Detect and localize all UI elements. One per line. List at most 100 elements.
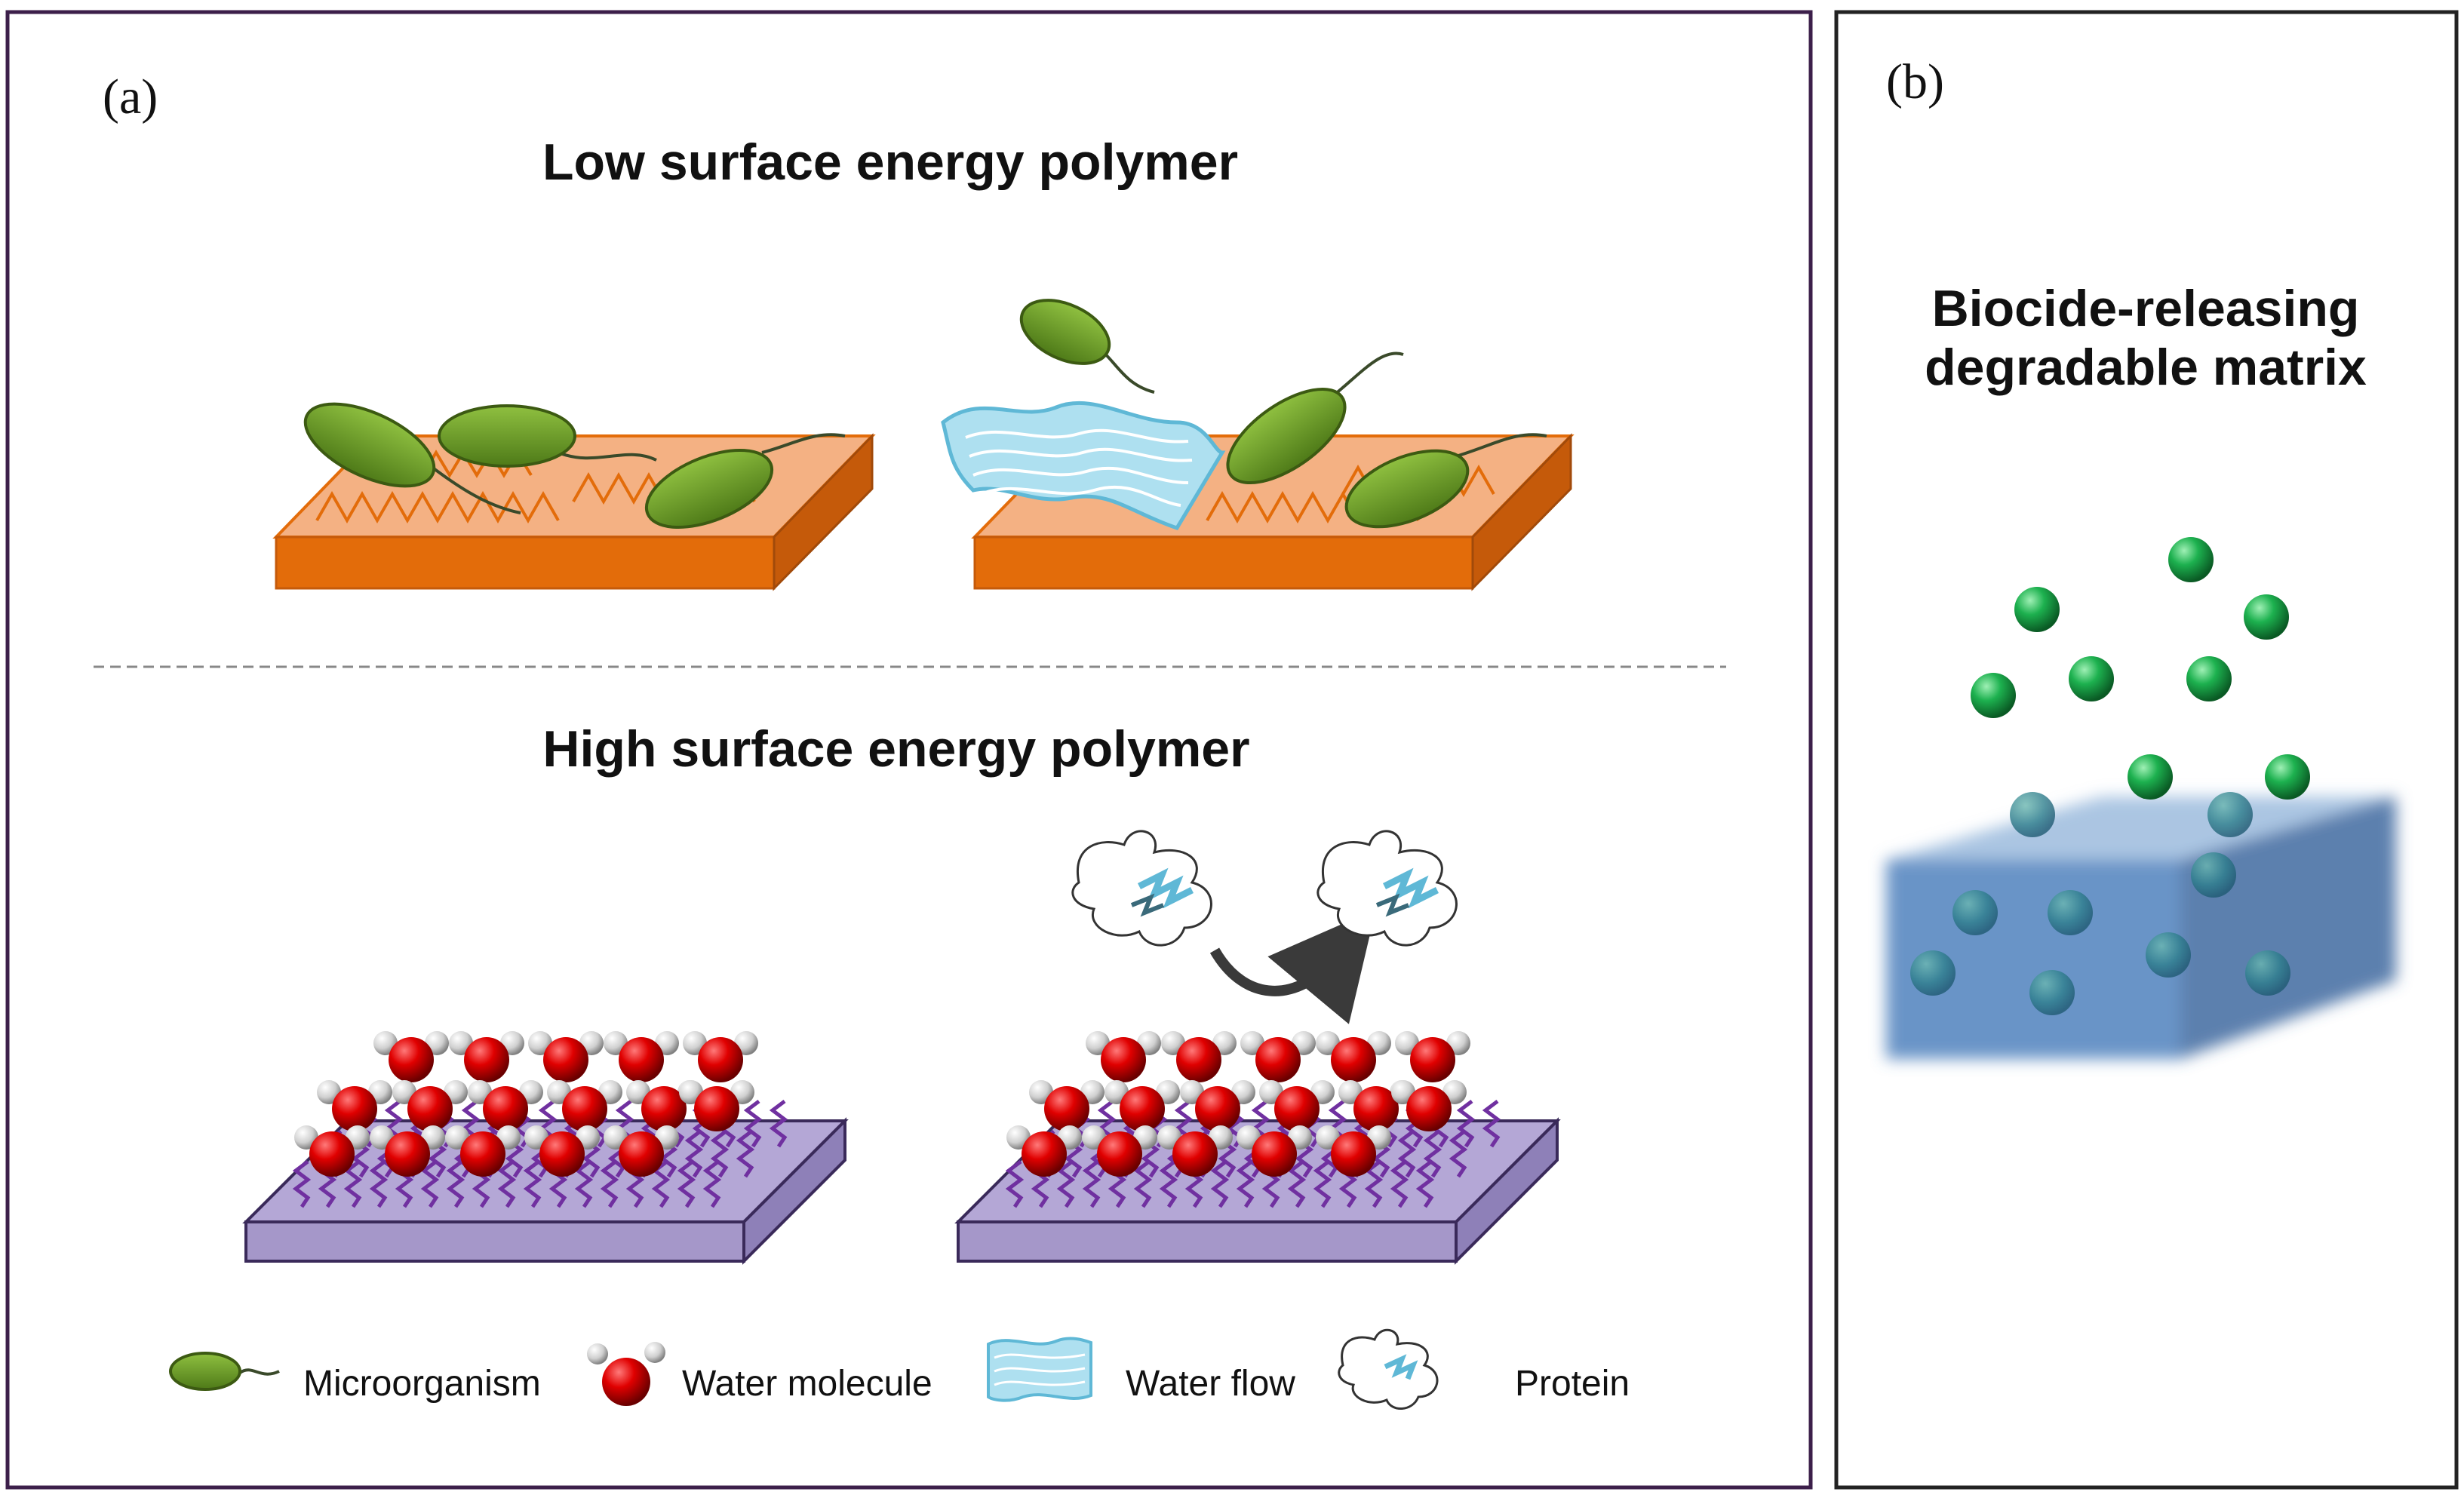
legend-water-molecule-label: Water molecule: [682, 1364, 932, 1404]
legend-water-molecule-icon: [587, 1342, 665, 1406]
polymer-chain: [1210, 1160, 1230, 1208]
panel-b-title-line2: degradable matrix: [1925, 339, 2367, 396]
legend-protein-icon: [1338, 1328, 1439, 1410]
polymer-chain: [710, 1130, 730, 1178]
legend-water-flow-icon: [987, 1337, 1092, 1402]
polymer-chain: [736, 1130, 755, 1178]
polymer-chain: [743, 1100, 763, 1148]
water-molecule: [294, 1125, 370, 1177]
biocide-particle: [2244, 594, 2289, 640]
water-molecule: [1240, 1031, 1316, 1082]
polymer-chain: [574, 1160, 594, 1208]
legend-water-flow-label: Water flow: [1126, 1364, 1295, 1404]
polymer-chain: [677, 1160, 696, 1208]
water-molecule: [449, 1031, 524, 1082]
polymer-chain: [1456, 1100, 1476, 1148]
biocide-particle-embedded: [2245, 950, 2290, 996]
polymer-chain: [446, 1160, 465, 1208]
water-flow-wave: [941, 401, 1226, 531]
biocide-particle: [2069, 656, 2114, 701]
polymer-chain: [1390, 1160, 1409, 1208]
title-low-surface-energy: Low surface energy polymer: [542, 134, 1238, 191]
water-molecule: [1029, 1080, 1104, 1131]
polymer-chain: [1449, 1130, 1468, 1178]
water-molecule: [1395, 1031, 1470, 1082]
legend-microorganism-label: Microorganism: [303, 1364, 541, 1404]
polymer-chain: [1415, 1160, 1435, 1208]
degradable-matrix-block: [1886, 797, 2396, 1059]
biocide-particle: [2014, 587, 2060, 632]
polymer-chain: [369, 1160, 389, 1208]
water-molecule: [392, 1080, 468, 1131]
water-molecule: [373, 1031, 449, 1082]
biocide-particle-embedded: [2191, 852, 2236, 898]
polymer-chain: [684, 1130, 704, 1178]
polymer-chain: [343, 1160, 363, 1208]
water-layer-left: [294, 1031, 758, 1177]
microorganisms-low-right: [1019, 299, 1547, 529]
biocide-particle: [1971, 673, 2016, 718]
biocide-particle: [2265, 754, 2310, 800]
polymer-chain: [1082, 1160, 1101, 1208]
water-molecule: [1316, 1125, 1391, 1177]
biocide-particle-embedded: [2029, 970, 2075, 1015]
water-molecule: [604, 1125, 679, 1177]
water-molecule: [1391, 1080, 1467, 1131]
water-molecule: [1180, 1080, 1255, 1131]
protein-right: [1316, 830, 1458, 947]
legend-microorganism-icon: [169, 1352, 280, 1391]
biocide-particles: [1910, 537, 2310, 1015]
polymer-chain: [1159, 1160, 1178, 1208]
panel-b-title-line1: Biocide-releasing: [1932, 280, 2360, 337]
protein-left: [1071, 830, 1212, 947]
polymer-chain: [523, 1160, 542, 1208]
microorganisms-low-left: [303, 402, 846, 530]
polymer-chain: [1287, 1160, 1307, 1208]
biocide-particle: [2168, 537, 2214, 582]
water-molecule: [1157, 1125, 1233, 1177]
water-molecule: [528, 1031, 604, 1082]
water-molecule: [604, 1031, 679, 1082]
panel-a-label: (a): [103, 69, 158, 124]
panel-b-frame: [1834, 10, 2459, 1490]
water-molecule: [1104, 1080, 1180, 1131]
polymer-chain: [1423, 1130, 1442, 1178]
water-molecule: [679, 1080, 754, 1131]
polymer-chain: [702, 1160, 722, 1208]
polymer-chain: [1313, 1160, 1332, 1208]
polymer-chain: [1482, 1100, 1501, 1148]
biocide-particle-embedded: [2146, 932, 2191, 978]
polymer-chain: [497, 1160, 517, 1208]
polymer-chain: [420, 1160, 440, 1208]
polymer-chain: [769, 1100, 788, 1148]
panel-b-label: (b): [1886, 54, 1944, 109]
water-molecule: [1006, 1125, 1082, 1177]
water-molecule: [1082, 1125, 1157, 1177]
biocide-particle-embedded: [2048, 890, 2093, 935]
polymer-chain: [1056, 1160, 1076, 1208]
biocide-particle: [2128, 754, 2173, 800]
water-molecule: [370, 1125, 445, 1177]
water-molecule: [1316, 1031, 1391, 1082]
legend-protein-label: Protein: [1515, 1364, 1630, 1404]
water-molecule: [445, 1125, 521, 1177]
biocide-particle-embedded: [2010, 792, 2055, 837]
water-molecule: [1161, 1031, 1237, 1082]
biocide-particle-embedded: [2207, 792, 2253, 837]
protein-arrow: [1209, 909, 1376, 1024]
polymer-chain: [1005, 1160, 1025, 1208]
water-molecule: [524, 1125, 600, 1177]
water-molecule: [1259, 1080, 1335, 1131]
biocide-particle: [2186, 656, 2232, 701]
polymer-chain: [1236, 1160, 1255, 1208]
water-molecule: [317, 1080, 392, 1131]
legend: Microorganism Water molecule Water flow …: [169, 1328, 1630, 1410]
water-layer-right: [1006, 1031, 1470, 1177]
panel-a-frame: [5, 10, 1813, 1490]
biocide-particle-embedded: [1910, 950, 1956, 996]
water-molecule: [683, 1031, 758, 1082]
polymer-chain: [1397, 1130, 1417, 1178]
water-molecule: [547, 1080, 622, 1131]
polymer-chain: [600, 1160, 619, 1208]
